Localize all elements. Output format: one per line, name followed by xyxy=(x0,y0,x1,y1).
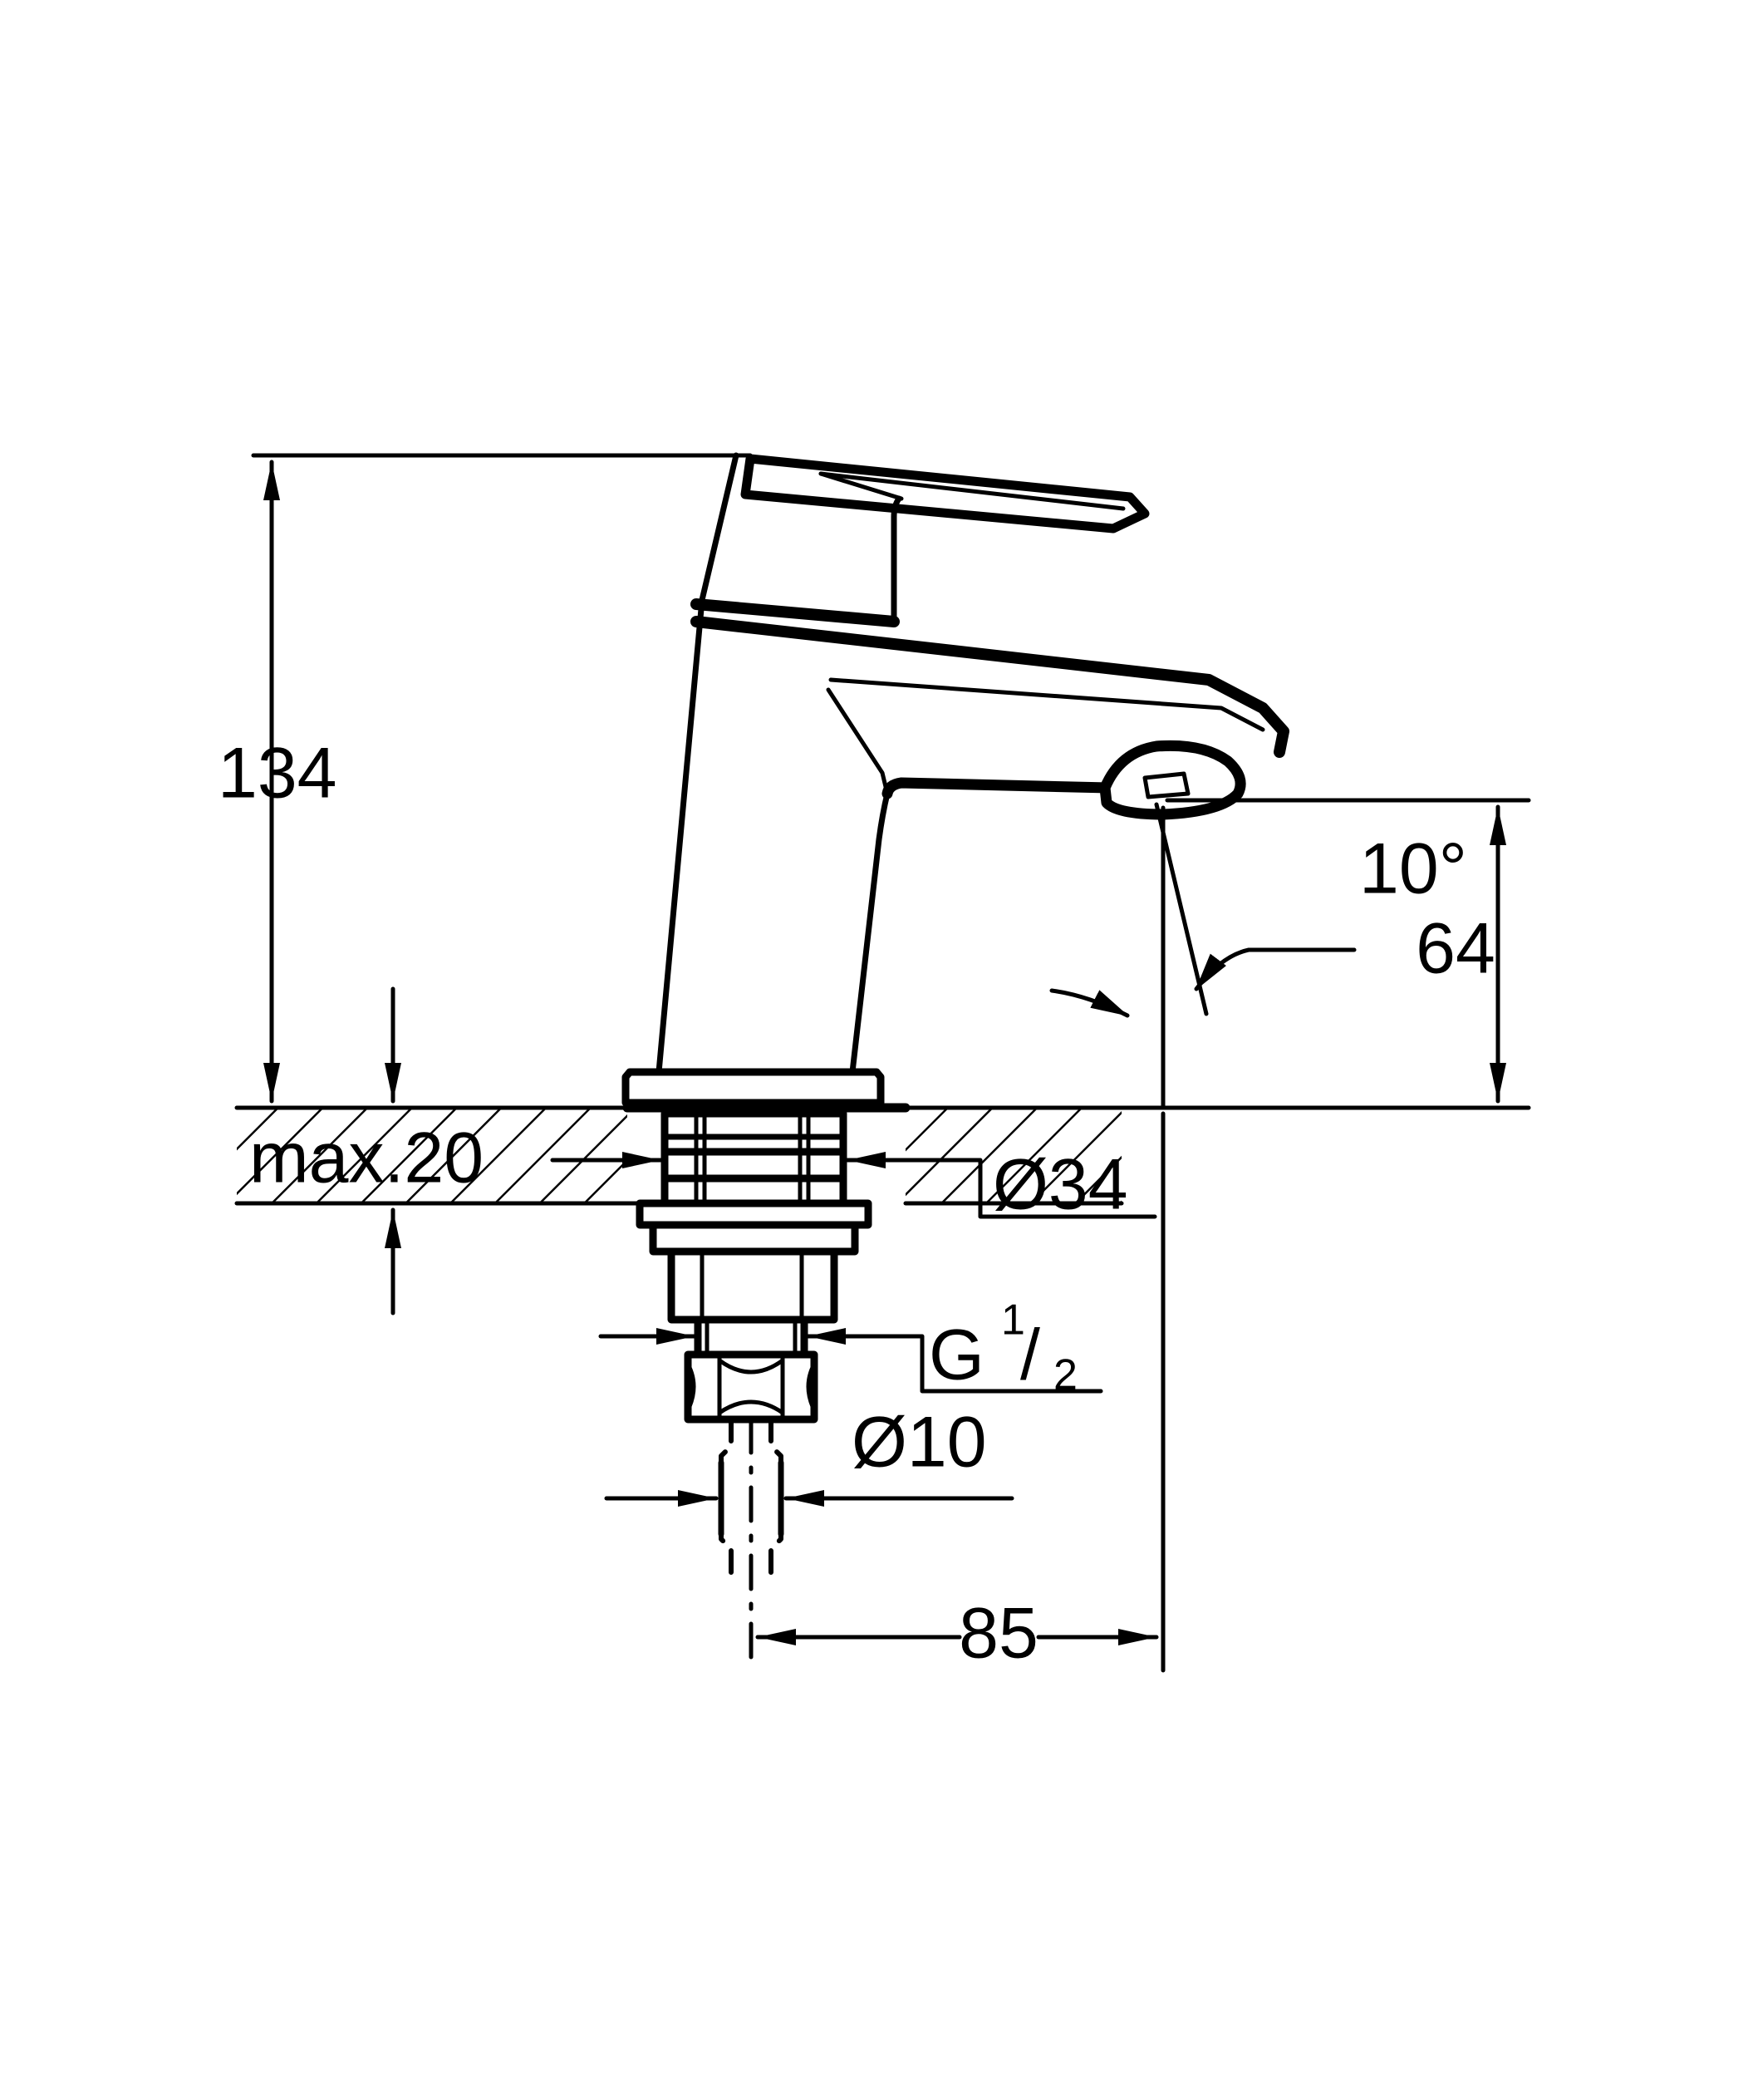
lever-handle xyxy=(740,454,1150,534)
leader-diameter-34 xyxy=(550,1152,1157,1219)
dimension-85 xyxy=(755,1111,1166,1673)
dimension-label-max20: max.20 xyxy=(249,1119,484,1198)
cartridge-neck xyxy=(690,452,902,627)
dimension-134 xyxy=(251,453,753,1104)
leader-thread-g12 xyxy=(598,1328,1103,1394)
dimension-label-diameter-10: Ø10 xyxy=(852,1403,987,1483)
spout-upper-surface xyxy=(690,616,1289,758)
dimension-label-diameter-34: Ø34 xyxy=(993,1145,1128,1225)
thread-denominator: 2 xyxy=(1053,1351,1078,1399)
mounting-shank xyxy=(636,1109,872,1424)
dimension-64 xyxy=(1165,798,1531,1104)
thread-letter: G xyxy=(929,1316,984,1395)
thread-numerator: 1 xyxy=(1001,1296,1025,1345)
faucet-column xyxy=(656,597,891,1075)
dimension-label-64: 64 xyxy=(1416,909,1495,989)
dimension-angle-10 xyxy=(1049,802,1357,1110)
spout-underside xyxy=(826,687,1115,799)
base-flange xyxy=(621,1068,885,1107)
thread-slash: / xyxy=(1020,1316,1040,1395)
dimension-label-angle-10: 10° xyxy=(1359,829,1467,909)
connection-tube-walls xyxy=(718,1459,784,1537)
faucet-body-outline xyxy=(621,452,1289,1107)
hex-coupling-nut xyxy=(684,1350,818,1424)
dimension-max20 xyxy=(376,986,659,1316)
counter-top-section xyxy=(234,1103,1531,1206)
dimension-label-85: 85 xyxy=(959,1594,1038,1674)
dimension-label-134: 134 xyxy=(218,734,337,814)
aerator-outlet xyxy=(1099,740,1246,820)
dimension-label-thread-g12: G 1 / 2 xyxy=(929,1296,1078,1399)
